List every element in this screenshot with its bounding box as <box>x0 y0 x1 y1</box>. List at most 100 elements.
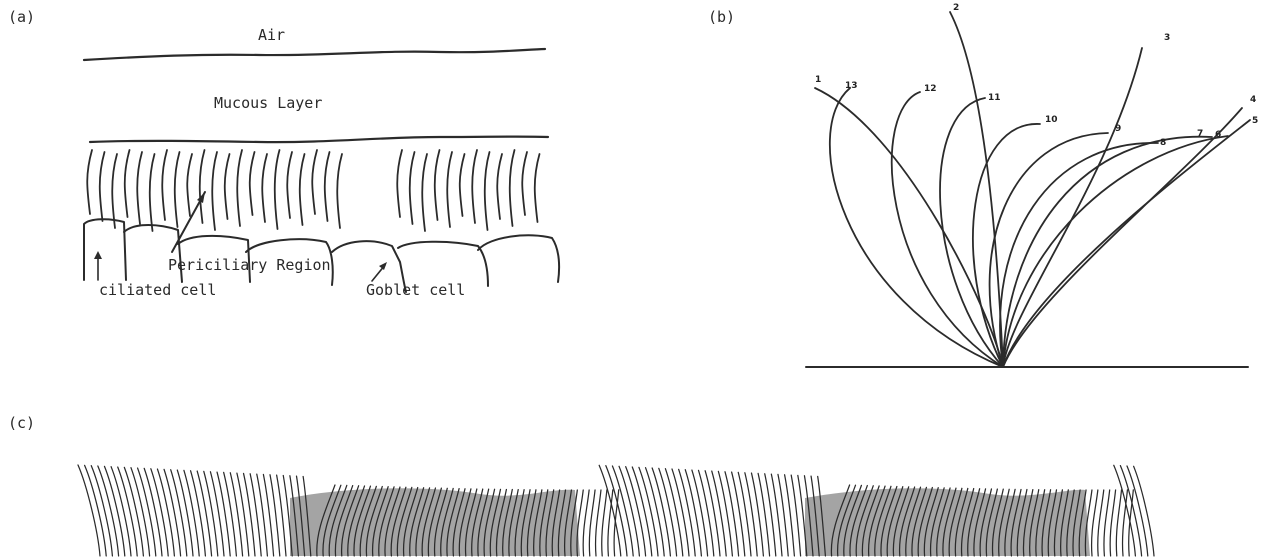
panel-c-label: (c) <box>8 414 35 432</box>
wave-cilium <box>144 468 162 556</box>
cilium-stroke <box>87 150 92 214</box>
wave-cilium <box>1116 490 1121 556</box>
cilium-stroke <box>100 152 105 221</box>
cilium-beat-curve <box>830 88 1003 367</box>
wave-cilium <box>1127 466 1148 556</box>
air-mucus-interface <box>84 49 545 60</box>
cilium-stroke <box>162 150 167 220</box>
stroke-number-label: 8 <box>1160 138 1166 148</box>
cilium-stroke <box>300 154 305 225</box>
cilium-beat-curve <box>950 12 1003 367</box>
cilium-stroke <box>312 150 317 214</box>
stroke-number-label: 11 <box>988 93 1001 103</box>
wave-cilium <box>151 469 168 556</box>
mucous-layer-label: Mucous Layer <box>214 94 322 112</box>
cilium-stroke <box>337 154 342 228</box>
stroke-number-label: 12 <box>924 84 937 94</box>
wave-cilium <box>652 468 670 556</box>
wave-cilium <box>632 467 651 556</box>
stroke-number-label: 5 <box>1252 116 1258 126</box>
panel-c: (c) <box>8 414 1154 556</box>
panel-a-label: (a) <box>8 8 35 26</box>
wave-cilium <box>124 467 143 556</box>
stroke-number-label: 3 <box>1164 33 1170 43</box>
cilium-stroke <box>175 152 180 227</box>
cilium-stroke <box>522 152 527 215</box>
wave-cilium <box>751 473 763 556</box>
cilium-stroke <box>225 154 230 219</box>
wave-cilium <box>589 490 595 556</box>
cilium-stroke <box>150 154 155 231</box>
ciliated-cell-label: ciliated cell <box>99 281 216 299</box>
cilium-stroke <box>262 154 267 222</box>
wave-cilium <box>758 473 769 556</box>
air-label: Air <box>258 26 285 44</box>
epithelial-cell-outline <box>478 235 559 282</box>
wave-cilium <box>230 473 242 556</box>
cilium-stroke <box>275 150 280 229</box>
panel-b-label: (b) <box>708 8 735 26</box>
cilium-stroke <box>447 152 452 227</box>
cilium-stroke <box>435 150 440 220</box>
periciliary-arrowhead <box>197 192 205 203</box>
cilia-group <box>87 150 539 231</box>
epithelial-cell-outline <box>398 242 488 286</box>
wave-cilium <box>659 468 677 556</box>
mucus-cilia-interface <box>90 137 548 143</box>
wave-cilium <box>118 467 137 556</box>
stroke-number-label: 10 <box>1045 115 1058 125</box>
periciliary-region-label: Periciliary Region <box>168 256 331 274</box>
cilium-stroke <box>397 150 402 217</box>
stroke-number-label: 9 <box>1115 124 1121 134</box>
ciliated-arrowhead <box>94 251 102 259</box>
wave-cilium <box>602 490 607 556</box>
cilium-stroke <box>137 152 142 224</box>
epithelial-cell-outline <box>84 219 126 280</box>
cilium-stroke <box>187 154 192 216</box>
cilium-stroke <box>250 152 255 215</box>
cilium-stroke <box>460 154 465 216</box>
cilium-stroke <box>472 150 477 223</box>
stroke-number-label: 6 <box>1215 130 1221 140</box>
stroke-number-label: 1 <box>815 75 821 85</box>
wave-cilium <box>583 490 589 556</box>
wave-cilium <box>244 473 255 556</box>
goblet-cell-label: Goblet cell <box>366 281 465 299</box>
cilium-stroke <box>325 152 330 221</box>
cilium-stroke <box>535 154 540 222</box>
cilium-stroke <box>125 150 130 217</box>
cilium-stroke <box>510 150 515 226</box>
wave-cilium <box>1092 490 1098 556</box>
cilium-stroke <box>497 154 502 219</box>
stroke-number-label: 2 <box>953 3 959 13</box>
wave-cilium <box>1134 466 1154 556</box>
cilium-stroke <box>422 154 427 231</box>
cilium-beat-curve <box>990 133 1108 367</box>
wave-cilium <box>665 469 682 556</box>
stroke-number-label: 13 <box>845 81 858 91</box>
wave-cilium <box>1104 490 1110 556</box>
cilium-stroke <box>237 150 242 226</box>
wave-cilium <box>639 467 658 556</box>
goblet-arrowhead <box>379 262 387 270</box>
wave-cilium <box>1110 490 1115 556</box>
wave-cilium <box>131 468 150 556</box>
cilium-stroke <box>287 152 292 218</box>
cilium-beat-curve <box>1003 136 1228 367</box>
cilium-beat-curve <box>1003 48 1142 367</box>
cilium-beat-curves <box>815 12 1250 367</box>
wave-cilium <box>237 473 249 556</box>
stroke-number-label: 7 <box>1197 129 1203 139</box>
cilium-stroke <box>112 154 117 228</box>
cilium-beat-curve <box>1003 108 1242 367</box>
wave-cilium <box>596 490 601 556</box>
wave-cilium <box>646 468 665 556</box>
stroke-number-labels: 12345678910111213 <box>815 3 1258 148</box>
cilium-stroke <box>200 150 205 223</box>
cilium-stroke <box>410 152 415 224</box>
panel-a: (a) Air Mucous Layer Periciliary Region … <box>8 8 559 299</box>
cilium-stroke <box>212 152 217 230</box>
cilium-stroke <box>485 152 490 230</box>
panel-b: (b) 12345678910111213 <box>708 3 1258 367</box>
